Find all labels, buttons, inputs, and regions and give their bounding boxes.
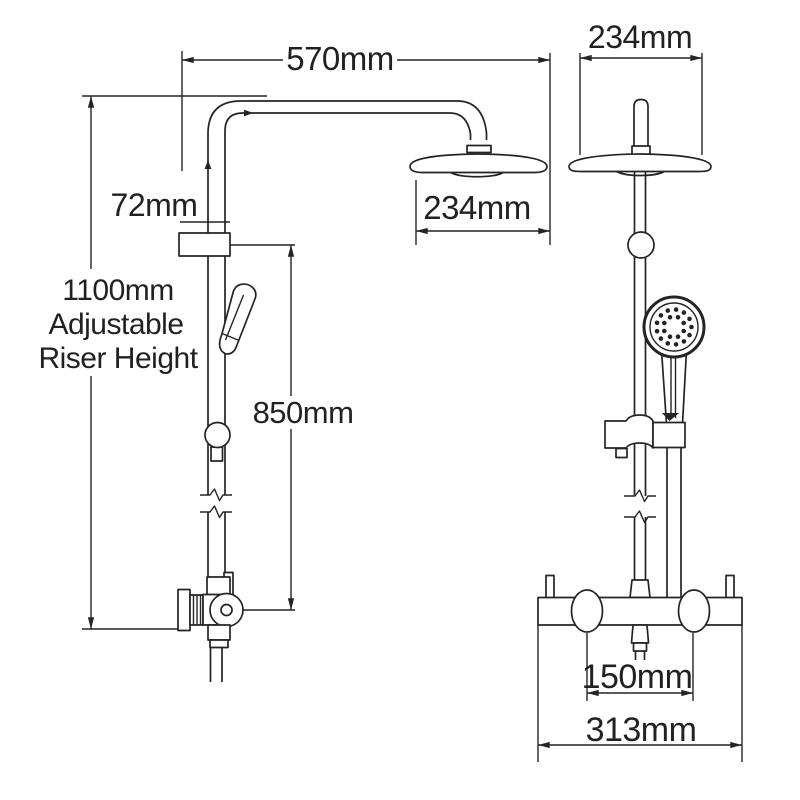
- dim-label-valve-width: 313mm: [586, 711, 697, 749]
- front-view: 234mm 150mm 313mm: [537, 19, 743, 762]
- spray-holes: [654, 307, 694, 347]
- wall-bracket-side: [178, 232, 231, 257]
- overhead-head-side: [409, 153, 548, 178]
- slider-ring-front: [627, 231, 655, 259]
- dim-label-valve-centres: 150mm: [582, 658, 693, 696]
- slider-ring-side: [204, 421, 231, 462]
- riser-pipe-and-arm-side: [204, 100, 488, 578]
- flow-arrow-icon: [244, 109, 253, 117]
- dim-head-side: 234mm: [415, 180, 551, 245]
- supply-stub-right: [725, 574, 735, 600]
- dim-handset-height: 850mm: [230, 244, 355, 611]
- valve-control-left: [570, 589, 604, 633]
- flow-arrow-icon: [204, 160, 212, 169]
- dim-arm-width: 570mm: [181, 40, 551, 245]
- dim-valve-width: 313mm: [537, 625, 743, 762]
- overhead-head-front: [568, 153, 712, 177]
- valve-front: [537, 574, 743, 660]
- dim-label-riser-value: 1100mm: [62, 274, 174, 307]
- dim-label-arm-width: 570mm: [286, 40, 394, 77]
- handset-side: [218, 283, 257, 355]
- dim-head-front: 234mm: [579, 19, 703, 155]
- dim-bracket-offset: 72mm: [111, 187, 230, 223]
- pipe-break-side: [200, 488, 232, 519]
- valve-body: [537, 596, 743, 626]
- valve-side: [177, 571, 244, 682]
- side-view: 570mm 1100mm Adjustable Riser Height 72m…: [34, 40, 551, 682]
- handset-holder-front: [604, 414, 686, 459]
- valve-control-side: [209, 592, 244, 628]
- dim-label-handset-height: 850mm: [253, 395, 354, 430]
- dim-label-riser-note2: Riser Height: [38, 342, 198, 375]
- arm-nozzle-collar: [466, 144, 492, 154]
- pipe-break-front: [624, 489, 656, 524]
- hose-side: [209, 647, 223, 682]
- dim-label-bracket: 72mm: [111, 187, 198, 223]
- valve-wall-plate: [177, 588, 191, 632]
- valve-control-right: [677, 589, 711, 633]
- holder-knob: [615, 447, 628, 459]
- handset-front: [642, 295, 706, 425]
- dim-label-riser-note1: Adjustable: [48, 308, 183, 341]
- hose-front: [666, 447, 682, 597]
- dim-label-head-front: 234mm: [588, 19, 692, 55]
- supply-stub-left: [545, 574, 555, 600]
- dim-riser-height: 1100mm Adjustable Riser Height: [34, 95, 267, 630]
- stub-pipe-front: [631, 98, 651, 157]
- dim-label-head-side: 234mm: [423, 189, 531, 226]
- dim-valve-centres: 150mm: [582, 633, 694, 701]
